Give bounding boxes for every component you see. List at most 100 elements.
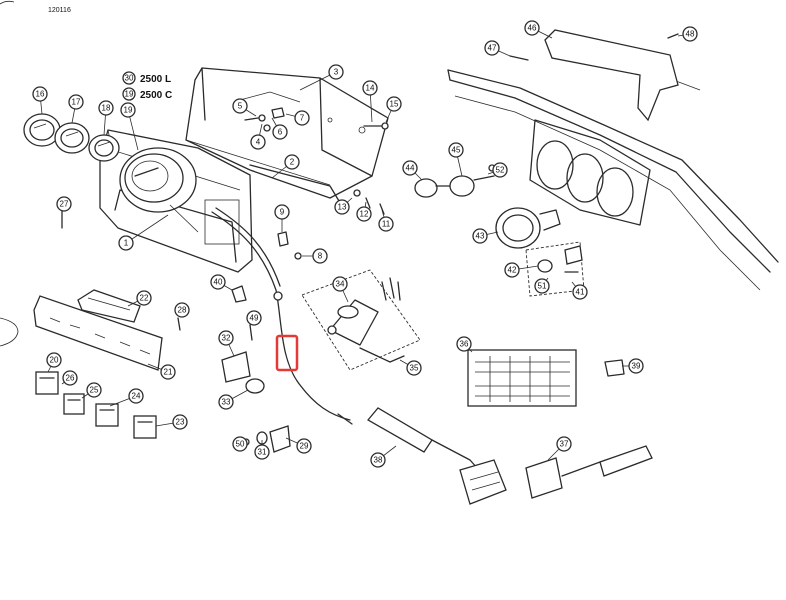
callout-46: 46 [524,20,553,39]
dashboard-fascia [447,49,779,291]
callout-14: 14 [362,80,378,123]
callout-number-32: 32 [222,334,231,343]
callout-circle-22 [136,290,152,306]
fasteners-4-7 [244,107,285,132]
callout-circle-1 [118,235,134,251]
callout-31: 31 [254,440,270,460]
callout-8: 8 [302,248,328,264]
callout-number-43: 43 [476,232,485,241]
callout-number-28: 28 [178,306,187,315]
callout-circle-4 [250,134,266,150]
callout-number-17: 17 [72,98,81,107]
page-edge-mark [0,0,15,5]
callout-circle-9 [274,204,290,220]
callout-circle-38 [370,452,386,468]
callout-circle-36 [456,336,472,352]
callout-number-15: 15 [390,100,399,109]
callout-48: 48 [677,26,698,42]
callout-6: 6 [271,117,288,140]
callout-39: 39 [622,358,644,374]
callout-7: 7 [285,110,310,126]
callout-circle-8 [312,248,328,264]
variant-legend: 30 2500 L 19 2500 C [122,71,172,101]
callout-circle-47 [484,40,500,56]
callout-2: 2 [271,154,300,179]
callout-circle-7 [294,110,310,126]
sleeves [221,285,291,453]
callout-circle-25 [86,382,102,398]
callout-number-3: 3 [334,68,339,77]
binder-hole [0,317,19,347]
callout-27: 27 [56,196,72,212]
callout-circle-35 [406,360,422,376]
callout-circle-33 [218,394,234,410]
callout-circle-26 [62,370,78,386]
callout-number-45: 45 [452,146,461,155]
callout-circle-40 [210,274,226,290]
lamp-socket-42 [525,241,585,297]
speedometer-gauge [119,147,199,233]
callout-number-1: 1 [124,239,129,248]
callout-circle-23 [172,414,188,430]
callout-1: 1 [118,214,169,251]
clip-9 [277,231,302,260]
callout-4: 4 [250,123,266,150]
callout-23: 23 [155,414,188,430]
callout-28: 28 [174,302,190,318]
callout-49: 49 [246,310,262,327]
callout-number-12: 12 [360,210,369,219]
callout-22: 22 [127,290,152,307]
callout-number-46: 46 [528,24,537,33]
callout-number-52: 52 [496,166,505,175]
callout-circle-16 [32,86,48,102]
callout-circle-12 [356,206,372,222]
callout-number-29: 29 [300,442,309,451]
drawing-code: 120116 [48,7,71,14]
callout-circle-49 [246,310,262,326]
gauge-16 [23,113,61,147]
callout-number-37: 37 [560,440,569,449]
callout-circle-27 [56,196,72,212]
callout-number-47: 47 [488,44,497,53]
callout-number-51: 51 [538,282,547,291]
clip-39 [604,359,625,377]
callout-number-38: 38 [374,456,383,465]
mount-bracket-34 [301,269,421,371]
callout-34: 34 [332,276,349,303]
callout-number-44: 44 [406,164,415,173]
callout-circle-14 [362,80,378,96]
callout-circle-20 [46,352,62,368]
switch-panel-21 [33,295,163,371]
callout-40: 40 [210,274,233,291]
callout-45: 45 [448,142,464,177]
callout-circle-46 [524,20,540,36]
callout-number-39: 39 [632,362,641,371]
callout-51: 51 [534,277,550,294]
callout-number-4: 4 [256,138,261,147]
callout-circle-17 [68,94,84,110]
callout-12: 12 [356,201,372,222]
bracket-46 [509,29,679,122]
callout-9: 9 [274,204,290,232]
variant-label-2500l: 2500 L [140,74,171,85]
highlight-box [275,334,299,372]
callout-37: 37 [547,436,572,461]
callout-number-11: 11 [382,220,391,229]
callout-circle-13 [334,199,350,215]
callout-leader-1 [125,214,169,244]
callout-circle-43 [472,228,488,244]
callout-circle-32 [218,330,234,346]
callout-circle-44 [402,160,418,176]
callout-47: 47 [484,40,511,57]
callout-number-41: 41 [576,288,585,297]
variant-callout-30: 30 [125,74,134,83]
callout-number-50: 50 [236,440,245,449]
callout-20: 20 [46,352,62,373]
callout-circle-51 [534,278,550,294]
callout-number-36: 36 [460,340,469,349]
callout-circle-48 [682,26,698,42]
callout-24: 24 [109,388,144,407]
gauge-17 [54,122,90,154]
